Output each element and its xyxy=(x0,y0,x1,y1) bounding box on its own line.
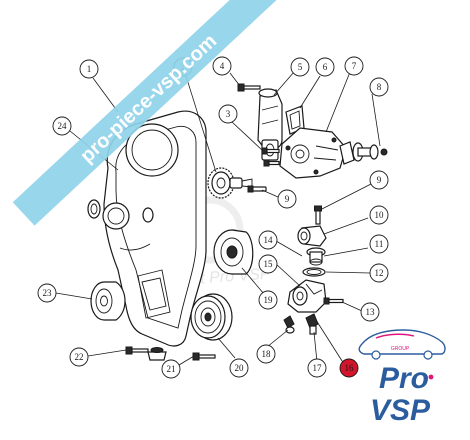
part-housing-bolt-13 xyxy=(323,297,344,305)
callout-12: 12 xyxy=(369,263,389,283)
part-damper-pulley xyxy=(90,281,126,321)
part-thermostat xyxy=(306,247,326,266)
svg-text:4: 4 xyxy=(220,61,225,71)
callout-13: 13 xyxy=(360,302,380,322)
callout-3: 3 xyxy=(218,104,238,124)
svg-text:21: 21 xyxy=(167,364,176,374)
svg-text:24: 24 xyxy=(58,121,68,131)
part-crank-pulley xyxy=(190,293,233,341)
callout-4: 4 xyxy=(212,56,232,76)
part-thermostat-housing xyxy=(287,279,327,313)
callout-22: 22 xyxy=(69,347,89,367)
part-bolt-22 xyxy=(125,346,149,355)
logo-wheel-icon xyxy=(423,350,433,360)
callout-5: 5 xyxy=(290,57,310,77)
svg-text:3: 3 xyxy=(226,109,231,119)
part-thermostat-screw xyxy=(314,205,322,225)
part-pulley-bolt xyxy=(247,185,267,193)
svg-text:11: 11 xyxy=(375,239,384,249)
svg-text:20: 20 xyxy=(235,363,245,373)
callout-9-mid: 9 xyxy=(277,189,297,209)
part-bolt-21 xyxy=(192,352,216,361)
callout-17: 17 xyxy=(307,358,327,378)
part-water-pump xyxy=(279,127,355,179)
provsp-logo: GROUP Pro VSP xyxy=(358,329,446,427)
svg-text:19: 19 xyxy=(264,295,274,305)
callout-10: 10 xyxy=(369,205,389,225)
part-thermostat-cover xyxy=(297,225,327,247)
logo-line2: VSP xyxy=(370,394,431,427)
part-washer xyxy=(87,199,101,219)
logo-group-tag: GROUP xyxy=(391,346,410,352)
part-outlet-housing xyxy=(257,88,283,161)
part-timing-cover xyxy=(102,110,207,347)
svg-text:6: 6 xyxy=(323,62,328,72)
callout-24: 24 xyxy=(52,116,72,136)
logo-wheel-icon xyxy=(371,350,381,360)
callout-9-top: 9 xyxy=(369,170,389,190)
callout-1: 1 xyxy=(79,59,99,79)
callout-11: 11 xyxy=(369,234,389,254)
part-plug-18 xyxy=(283,315,295,334)
callout-20: 20 xyxy=(229,358,249,378)
part-sensor-17 xyxy=(305,313,319,335)
svg-text:9: 9 xyxy=(377,175,382,185)
svg-text:15: 15 xyxy=(264,259,274,269)
callout-8: 8 xyxy=(369,77,389,97)
callout-21: 21 xyxy=(161,359,181,379)
svg-text:22: 22 xyxy=(75,352,84,362)
svg-text:14: 14 xyxy=(264,235,274,245)
part-toothed-pulley xyxy=(207,167,253,199)
svg-text:8: 8 xyxy=(377,82,382,92)
logo-line1: Pro xyxy=(379,362,429,395)
part-pump-shaft xyxy=(352,142,388,162)
part-grommet xyxy=(147,347,167,361)
svg-text:7: 7 xyxy=(352,61,357,71)
part-thermostat-seal xyxy=(302,267,326,277)
svg-text:1: 1 xyxy=(87,64,92,74)
svg-text:13: 13 xyxy=(366,307,376,317)
callout-19: 19 xyxy=(258,290,278,310)
svg-text:23: 23 xyxy=(43,288,53,298)
callout-16-highlighted: 16 xyxy=(339,358,359,378)
callout-15: 15 xyxy=(258,254,278,274)
callout-18: 18 xyxy=(256,344,276,364)
part-tensioner-pulley xyxy=(213,229,254,275)
logo-car-outline-icon xyxy=(358,329,446,355)
callout-23: 23 xyxy=(37,283,57,303)
svg-text:17: 17 xyxy=(313,363,323,373)
leader-lines xyxy=(55,71,381,366)
svg-text:5: 5 xyxy=(298,62,303,72)
svg-text:9: 9 xyxy=(285,194,290,204)
svg-text:16: 16 xyxy=(345,363,355,373)
part-bolt-3 xyxy=(261,147,280,167)
callout-14: 14 xyxy=(258,230,278,250)
callout-6: 6 xyxy=(315,57,335,77)
svg-text:10: 10 xyxy=(375,210,385,220)
svg-text:18: 18 xyxy=(262,349,272,359)
callout-7: 7 xyxy=(344,56,364,76)
svg-text:12: 12 xyxy=(375,268,384,278)
part-bolt-4 xyxy=(237,83,261,92)
